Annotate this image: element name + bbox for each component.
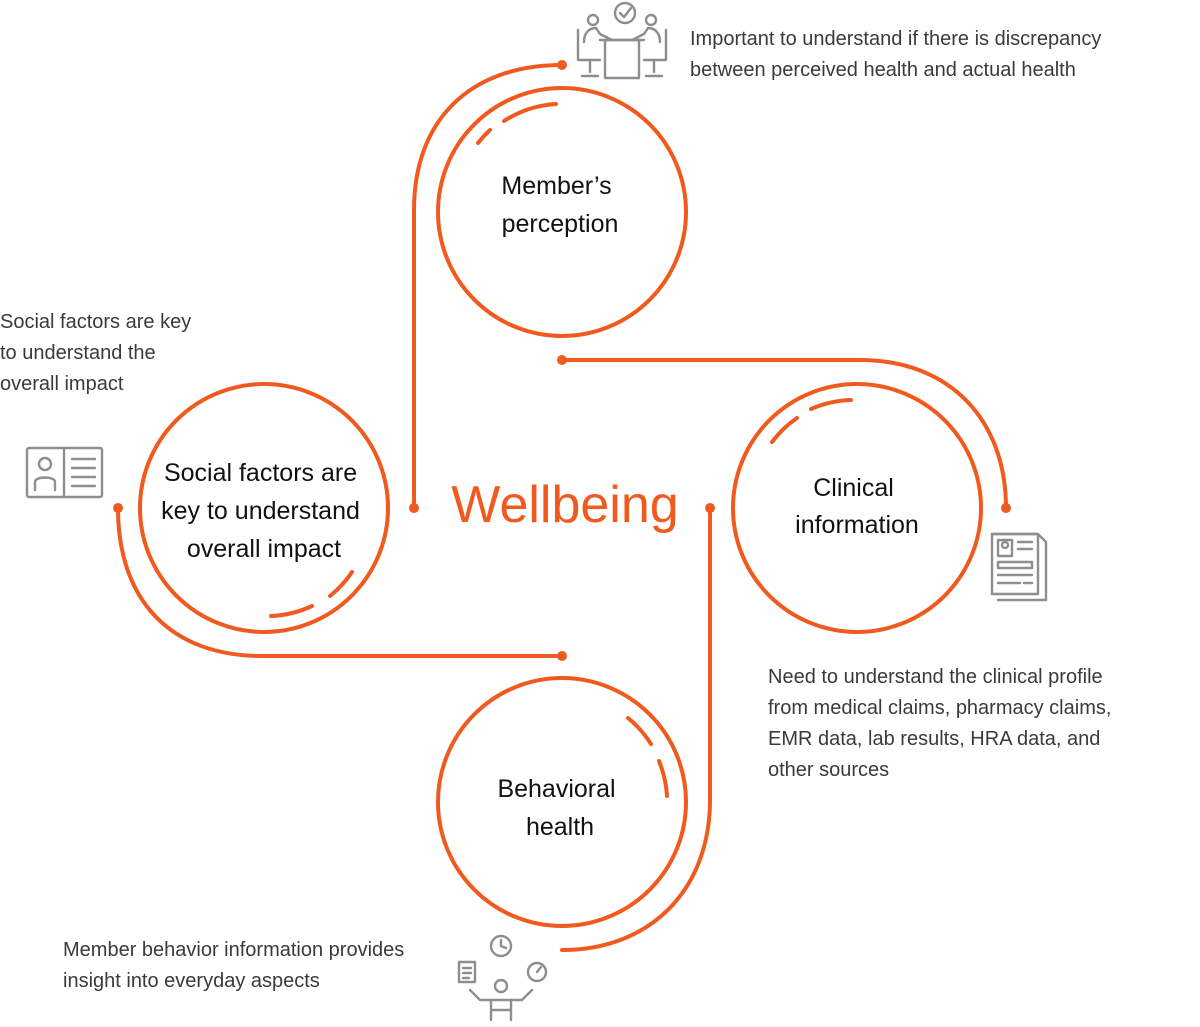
social-circle (138, 382, 390, 634)
connector-line-behavioral (560, 506, 712, 952)
behavioral-title-line: health (526, 813, 594, 841)
social-title-line: overall impact (187, 535, 341, 563)
clinical-circle (731, 382, 983, 634)
clinical-description-line: Need to understand the clinical profile (768, 666, 1103, 688)
perception-description-line: Important to understand if there is disc… (690, 28, 1101, 50)
clinical-description-line: from medical claims, pharmacy claims, (768, 697, 1111, 719)
behavioral-inner-arc (626, 716, 653, 746)
social-description-line: Social factors are key (0, 311, 191, 333)
clinical-inner-arc (809, 398, 853, 411)
behavioral-inner-arc (657, 759, 669, 798)
id-card-icon (25, 446, 104, 499)
social-description-line: to understand the (0, 342, 156, 364)
connector-line-perception (412, 63, 564, 510)
center-title: Wellbeing (451, 476, 678, 534)
perception-description: Important to understand if there is disc… (690, 28, 1107, 81)
connector-line-clinical (560, 358, 1008, 510)
medical-document-icon (990, 532, 1048, 602)
perception-title: Member’s perception (501, 172, 618, 238)
behavioral-description-line: insight into everyday aspects (63, 970, 320, 992)
connector-dot (113, 503, 123, 513)
juggling-person-icon (457, 934, 548, 1022)
clinical-description-line: EMR data, lab results, HRA data, and (768, 728, 1100, 750)
clinical-description-line: other sources (768, 759, 889, 781)
social-description-line: overall impact (0, 373, 124, 395)
behavioral-description-line: Member behavior information provides (63, 939, 404, 961)
social-title-line: key to understand (161, 497, 360, 525)
perception-inner-arc (476, 128, 492, 145)
connector-line-social (116, 506, 564, 658)
connector-dot (557, 355, 567, 365)
perception-title-line: perception (502, 210, 619, 238)
social-title-line: Social factors are (164, 459, 357, 487)
behavioral-title-line: Behavioral (497, 775, 615, 803)
perception-description-line: between perceived health and actual heal… (690, 59, 1076, 81)
meeting-table-icon (576, 1, 668, 80)
perception-inner-arc (502, 102, 558, 123)
connector-dot (705, 503, 715, 513)
clinical-title: Clinical information (795, 474, 919, 539)
behavioral-description: Member behavior information provides ins… (63, 939, 410, 992)
clinical-title-line: information (795, 511, 919, 539)
clinical-title-line: Clinical (813, 474, 894, 502)
connector-dot (409, 503, 419, 513)
clinical-inner-arc (770, 416, 799, 444)
social-inner-arc (269, 604, 314, 618)
social-inner-arc (328, 570, 354, 598)
node-perception: Member’s perception (436, 86, 688, 338)
connector-dot (1001, 503, 1011, 513)
social-description: Social factors are key to understand the… (0, 311, 197, 395)
connector-dot (557, 60, 567, 70)
node-clinical: Clinical information (731, 382, 983, 634)
node-social: Social factors are key to understand ove… (138, 382, 390, 634)
node-behavioral: Behavioral health (436, 676, 688, 928)
social-title: Social factors are key to understand ove… (161, 459, 367, 563)
behavioral-circle (436, 676, 688, 928)
perception-title-line: Member’s (501, 172, 611, 200)
connector-dot (557, 651, 567, 661)
behavioral-title: Behavioral health (497, 775, 622, 841)
clinical-description: Need to understand the clinical profile … (768, 666, 1117, 781)
perception-circle (436, 86, 688, 338)
